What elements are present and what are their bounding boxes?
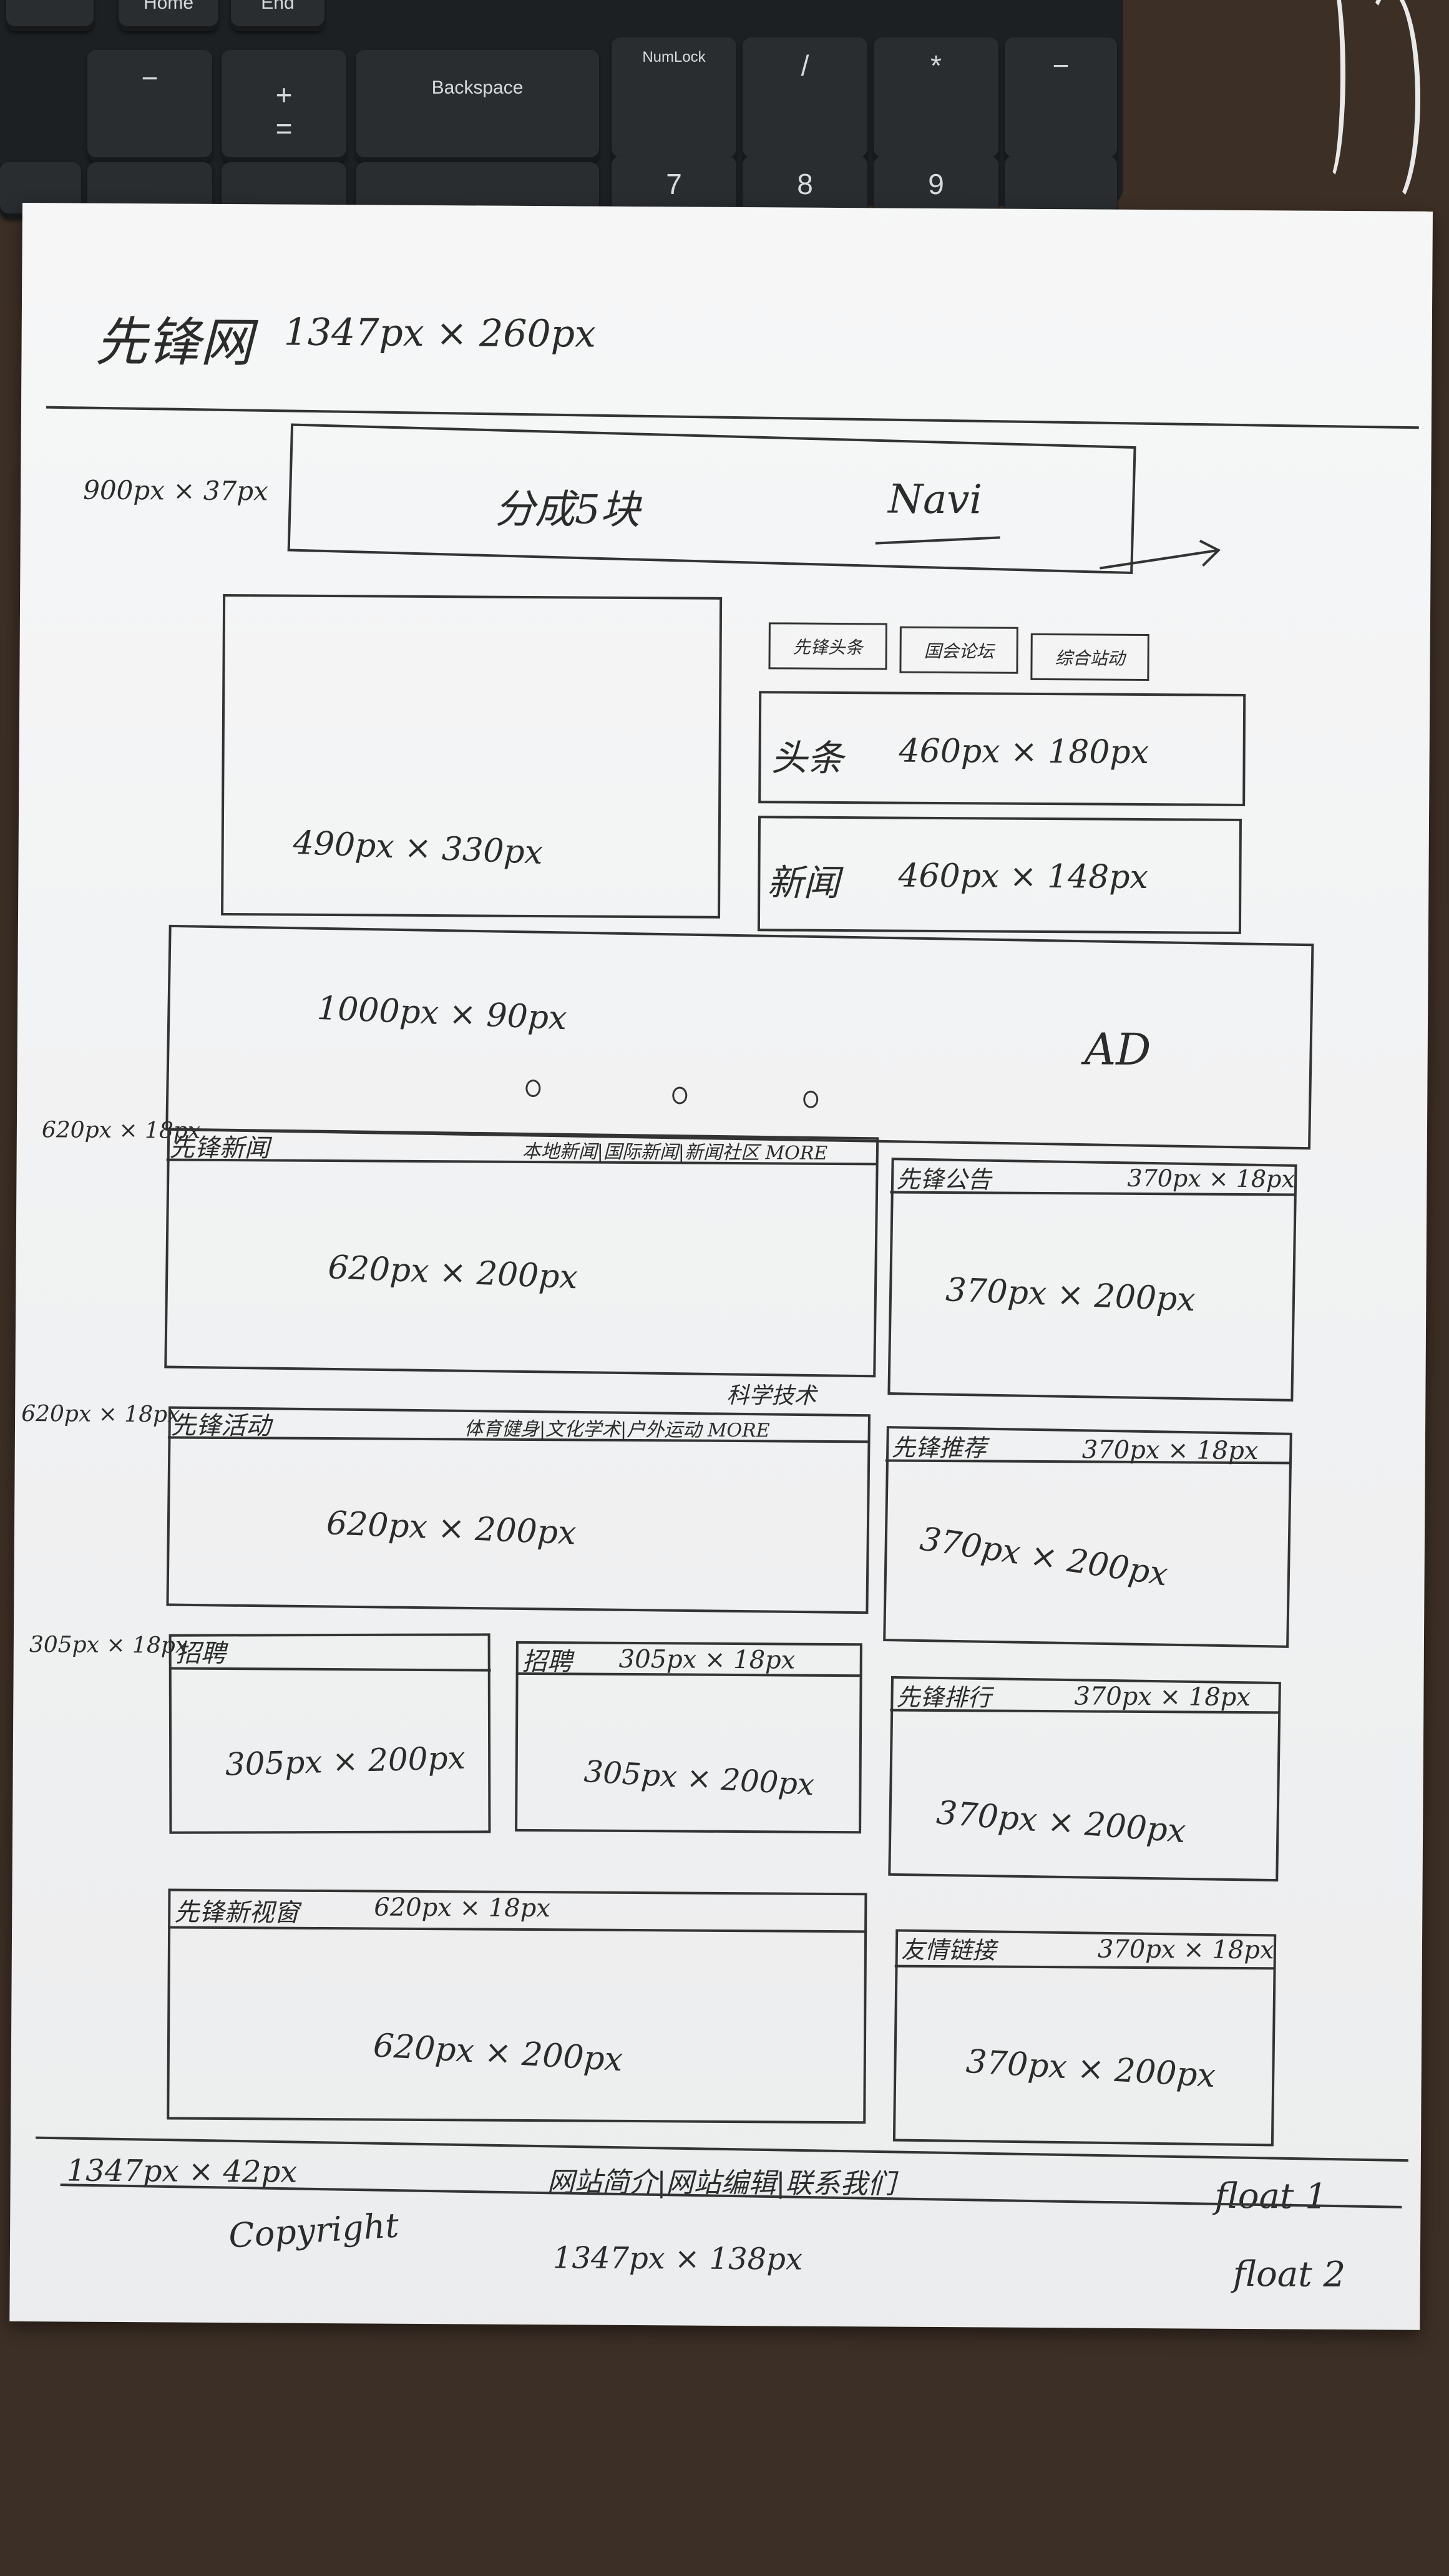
key-num-plus: [1005, 156, 1117, 218]
news-label: 新闻: [767, 861, 840, 905]
key-num-minus: −: [1005, 37, 1117, 162]
cable: [1310, 0, 1345, 185]
nav-navi: Navi: [887, 476, 983, 524]
row3-left-body: 305px × 200px: [224, 1739, 466, 1783]
row1-right-title: 先锋公告: [896, 1165, 992, 1194]
row4-left-title: 先锋新视窗: [174, 1898, 300, 1928]
row4-right-header-size: 370px × 18px: [1097, 1934, 1274, 1965]
key-home: Home: [119, 0, 218, 31]
key-end: End: [231, 0, 324, 31]
row2-right-title: 先锋推荐: [891, 1433, 987, 1462]
key-plus-equals: +=: [222, 50, 346, 162]
footer-float-2: float 2: [1232, 2253, 1346, 2296]
nav-size: 900px × 37px: [83, 474, 268, 507]
row2-left-title: 先锋活动: [170, 1411, 271, 1441]
ad-dot-2: [672, 1086, 688, 1105]
row4-left-header-size: 620px × 18px: [374, 1893, 550, 1923]
row3-left-header-size: 305px × 18px: [29, 1632, 188, 1659]
row3-left-title: 招聘: [175, 1639, 226, 1669]
nav-arrow-icon: [1100, 539, 1221, 570]
row2-right-header-size: 370px × 18px: [1081, 1435, 1259, 1466]
ad-dot-3: [803, 1090, 819, 1108]
row1-left-title: 先锋新闻: [169, 1133, 270, 1163]
row3-mid-header-size: 305px × 18px: [618, 1644, 796, 1675]
row2-left-note: 科学技术: [726, 1382, 817, 1409]
nav-bar: [287, 423, 1136, 575]
tab-1: 先锋头条: [768, 622, 887, 670]
cable-2: [1360, 0, 1420, 210]
key-numlock: NumLock: [612, 37, 736, 162]
tab-2: 国会论坛: [899, 626, 1018, 674]
ad-label: AD: [1084, 1023, 1151, 1076]
headline-size: 460px × 180px: [899, 732, 1149, 772]
key-backspace: Backspace: [356, 50, 599, 162]
footer-size-2: 1347px × 138px: [552, 2240, 803, 2277]
slider-box: [221, 593, 723, 919]
key-slash: /: [743, 37, 867, 162]
row4-right-title: 友情链接: [900, 1936, 997, 1964]
title-underline: [46, 406, 1419, 429]
row3-mid-title: 招聘: [522, 1647, 572, 1677]
row1-left-links: 本地新闻|国际新闻|新闻社区 MORE: [522, 1140, 828, 1164]
ad-dot-1: [525, 1079, 541, 1098]
sketch-paper: 先锋网 1347px × 260px 900px × 37px 分成5块 Nav…: [9, 203, 1433, 2330]
headline-label: 头条: [771, 736, 844, 780]
footer-copyright: Copyright: [227, 2205, 400, 2256]
row2-left-header-size: 620px × 18px: [21, 1401, 180, 1428]
key-fn: [6, 0, 94, 31]
row1-right-header-size: 370px × 18px: [1127, 1164, 1295, 1193]
key-star: *: [874, 37, 998, 162]
row1-left-box: [164, 1128, 879, 1378]
key-minus: −: [87, 50, 212, 162]
page-title: 先锋网: [95, 311, 253, 374]
nav-label: 分成5块: [494, 486, 640, 534]
news-size: 460px × 148px: [898, 857, 1148, 897]
tab-3: 综合站动: [1030, 633, 1149, 681]
row3-right-header-size: 370px × 18px: [1074, 1682, 1251, 1712]
keyboard: Home End − += Backspace NumLock / * − 7 …: [0, 0, 1123, 218]
footer-float-1: float 1: [1214, 2175, 1328, 2217]
row3-right-title: 先锋排行: [896, 1683, 992, 1712]
row2-left-links: 体育健身|文化学术|户外运动 MORE: [464, 1418, 770, 1442]
title-size: 1347px × 260px: [283, 310, 597, 356]
